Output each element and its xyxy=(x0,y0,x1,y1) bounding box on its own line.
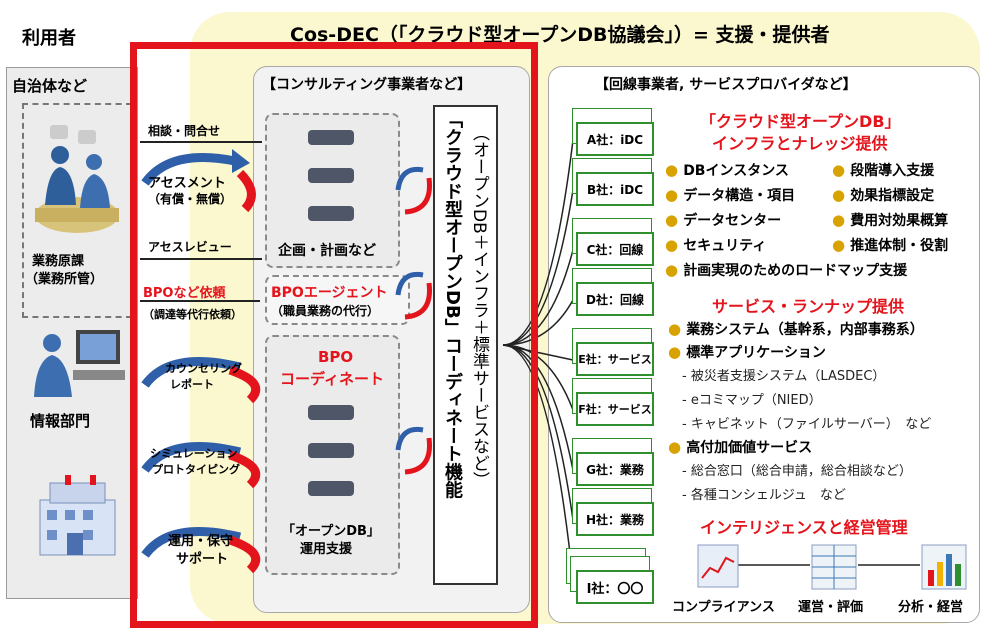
intel-item-evaluation: 運営・評価 xyxy=(798,600,864,615)
bpo-agent-label: BPOエージェント xyxy=(271,285,388,301)
list-item: ● セキュリティ xyxy=(665,236,767,254)
cosdec-scope-frame xyxy=(130,42,538,628)
user-header: 利用者 xyxy=(22,28,76,49)
cycle-arrow-icon xyxy=(395,271,432,320)
counseling-l2: レポート xyxy=(170,378,214,391)
consult-label: 相談・問合せ xyxy=(148,124,221,138)
list-item: ● データ構造・項目 xyxy=(665,186,796,204)
cycle-arrow-icon xyxy=(141,357,261,404)
intel-item-compliance: コンプライアンス xyxy=(672,600,775,615)
flow-step xyxy=(308,481,354,496)
cycle-arrow-icon xyxy=(395,426,432,475)
list-item: - 被災者支援システム（LASDEC） xyxy=(682,369,886,384)
review-arrow xyxy=(140,258,262,260)
cycle-arrow-icon xyxy=(395,166,432,215)
list-item: ● データセンター xyxy=(665,211,782,229)
list-item: - 総合窓口（総合申請，総合相談など） xyxy=(682,464,912,479)
city-hall-icon xyxy=(39,475,116,556)
bpo-agent-sub: （職員業務の代行） xyxy=(271,304,380,318)
company-card-b: B社：iDC xyxy=(576,172,654,206)
review-label: アセスレビュー xyxy=(148,240,232,254)
line-chart-icon xyxy=(697,544,739,588)
meeting-people-icon xyxy=(35,125,119,233)
company-card-a: A社：iDC xyxy=(576,122,654,156)
list-item: ● 計画実現のためのロードマップ支援 xyxy=(665,261,908,279)
computer-user-icon xyxy=(34,330,125,397)
bar-chart-icon xyxy=(921,544,967,590)
counseling-l1: カウンセリング xyxy=(165,362,242,375)
list-item: ● 推進体制・役割 xyxy=(832,236,949,254)
list-item: ● 効果指標設定 xyxy=(832,186,935,204)
list-item: ● 高付加価値サービス xyxy=(668,438,813,456)
providers-title: 【回線事業者, サービスプロバイダなど】 xyxy=(595,77,857,93)
infra-title-l2: インフラとナレッジ提供 xyxy=(712,134,888,153)
list-item: ● DBインスタンス xyxy=(665,161,789,179)
cycle-arrow-icon xyxy=(141,442,261,489)
bpo-request-arrow xyxy=(140,300,260,302)
infra-right-list: ● 段階導入支援 ● 効果指標設定 ● 費用対効果概算 ● 推進体制・役割 xyxy=(832,158,948,258)
table-icon xyxy=(811,544,857,590)
list-item: ● 段階導入支援 xyxy=(832,161,935,179)
flow-step xyxy=(308,206,354,221)
dept1-line2: （業務所管） xyxy=(25,272,104,287)
cycle-arrow-icon xyxy=(141,149,256,213)
dept2-label: 情報部門 xyxy=(30,412,91,430)
org-title: Cos-DEC（「クラウド型オープンDB協議会」）= 支援・提供者 xyxy=(290,24,830,46)
company-card-i: I社：〇〇 xyxy=(576,570,654,604)
bpo-request-sub: （調達等代行依頼） xyxy=(143,308,242,321)
bpo-coord-l1: BPO xyxy=(318,348,354,366)
company-card-g: G社：業務 xyxy=(576,452,654,486)
operation-l1: 運用・保守 xyxy=(168,534,234,549)
bpo-request-label: BPOなど依頼 xyxy=(143,286,226,301)
company-card-d: D社：回線 xyxy=(576,282,654,316)
flow-step xyxy=(308,405,354,420)
flow-step xyxy=(308,168,354,183)
company-card-e: E社：サービス xyxy=(576,342,654,376)
users-title: 自治体など xyxy=(12,77,88,95)
simulation-l1: シミュレーション xyxy=(150,447,238,460)
list-item: - 各種コンシェルジュ など xyxy=(682,488,846,503)
dept1-line1: 業務原課 xyxy=(32,254,85,269)
service-list: ● 業務システム（基幹系，内部事務系） ● 標準アプリケーション - 被災者支援… xyxy=(668,318,931,507)
service-title: サービス・ランナップ提供 xyxy=(712,297,905,316)
cycle-arrow-icon xyxy=(141,527,261,574)
company-card-f: F社：サービス xyxy=(576,392,654,426)
bpo-coord-l2: コーディネート xyxy=(280,370,384,388)
simulation-l2: プロトタイピング xyxy=(152,463,240,476)
intel-item-analysis: 分析・経営 xyxy=(898,600,964,615)
coordinate-line1: （オープンDB＋インフラ＋標準サービスなど） xyxy=(469,124,489,489)
assessment-label: アセスメント xyxy=(148,176,226,191)
connector-lines xyxy=(502,139,574,581)
list-item: ● 費用対効果概算 xyxy=(832,211,949,229)
intel-title: インテリジェンスと経営管理 xyxy=(700,518,908,537)
open-db-ops-l1: 「オープンDB」 xyxy=(282,524,380,539)
intel-icons-row xyxy=(697,544,967,590)
company-card-h: H社：業務 xyxy=(576,502,654,536)
open-db-ops-l2: 運用支援 xyxy=(300,542,353,557)
infra-left-list: ● DBインスタンス ● データ構造・項目 ● データセンター ● セキュリティ… xyxy=(665,158,907,283)
list-item: ● 標準アプリケーション xyxy=(668,343,826,361)
bpo-agent-group xyxy=(265,275,410,325)
list-item: - eコミマップ（NIED） xyxy=(682,393,822,408)
planning-label: 企画・計画など xyxy=(278,243,376,259)
list-item: ● 業務システム（基幹系，内部事務系） xyxy=(668,320,924,338)
list-item: - キャビネット（ファイルサーバー） など xyxy=(682,417,932,432)
company-card-c: C社：回線 xyxy=(576,232,654,266)
consultants-title: 【コンサルティング事業者など】 xyxy=(262,77,472,93)
flow-step xyxy=(308,130,354,145)
operation-l2: サポート xyxy=(176,552,229,567)
assessment-sub: （有償・無償） xyxy=(148,192,233,206)
coordinate-line2: 「クラウド型オープンDB」コーディネート機能 xyxy=(442,110,463,499)
infra-title-l1: 「クラウド型オープンDB」 xyxy=(700,112,901,131)
consult-arrow xyxy=(140,141,262,143)
coordinate-function-box xyxy=(433,105,498,585)
flow-step xyxy=(308,443,354,458)
